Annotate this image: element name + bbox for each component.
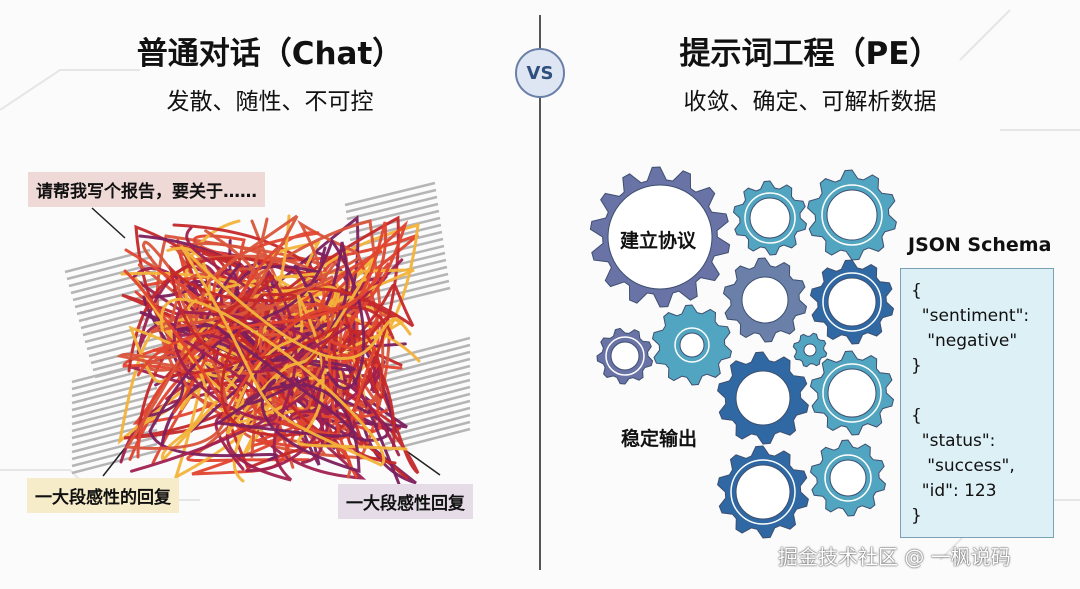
gear-hole: [827, 277, 877, 327]
leader-line: [404, 449, 441, 476]
text-line: [71, 386, 158, 412]
text-line: [384, 399, 471, 425]
gear-hole: [826, 189, 878, 241]
text-line: [384, 371, 471, 397]
watermark: 掘金技术社区 @ 一枫说码: [778, 545, 1011, 569]
prompt-label: 请帮我写个报告，要关于……: [28, 172, 265, 207]
tangle-strand: [124, 214, 334, 450]
gear-hole: [735, 464, 791, 520]
gear-hole: [827, 368, 877, 418]
gear-ring: [744, 192, 796, 244]
text-line: [384, 357, 471, 383]
text-line: [384, 364, 471, 390]
text-line: [71, 379, 158, 405]
gear-ring: [674, 327, 710, 363]
gear-hole: [610, 341, 640, 371]
tangle-strand: [159, 244, 412, 467]
text-line: [348, 209, 440, 235]
gear-hole: [679, 332, 705, 358]
gear-hole: [749, 197, 791, 239]
gear-hole: [829, 459, 867, 497]
gear-hole: [735, 370, 791, 426]
gear-hole: [741, 276, 789, 324]
gear-hole: [607, 184, 713, 290]
reply-label-2: 一大段感性回复: [338, 484, 473, 519]
text-line: [346, 195, 438, 221]
text-line: [384, 336, 471, 362]
chat-title: 普通对话（Chat）: [136, 36, 404, 72]
circuit-trace: [959, 9, 1011, 61]
json-schema-box: { "sentiment": "negative" } { "status": …: [900, 268, 1054, 538]
gear-hole: [803, 343, 817, 357]
gear-label-stable-output: 稳定输出: [621, 428, 698, 450]
text-line: [384, 385, 471, 411]
text-line: [384, 350, 471, 376]
text-line: [68, 262, 155, 288]
divider: [539, 15, 541, 570]
gear-ring: [822, 363, 882, 423]
text-line: [71, 372, 158, 398]
gear-ring: [824, 454, 872, 502]
text-line: [66, 255, 153, 281]
text-line: [71, 435, 158, 461]
tangle-strand: [123, 221, 387, 427]
leader-line: [91, 207, 126, 239]
gear-ring: [605, 336, 645, 376]
leader-line: [102, 447, 126, 477]
tangle-strand: [168, 264, 338, 437]
tangle-strand: [213, 325, 361, 474]
text-line: [344, 181, 436, 207]
pe-subtitle: 收敛、确定、可解析数据: [683, 89, 937, 115]
text-line: [384, 378, 471, 404]
gear-ring: [730, 459, 796, 525]
vs-badge: VS: [515, 48, 565, 98]
gear-label-protocol: 建立协议: [620, 230, 697, 252]
text-line: [64, 248, 151, 274]
text-line: [71, 393, 158, 419]
text-line: [384, 392, 471, 418]
gear-ring: [821, 184, 883, 246]
text-line: [345, 188, 437, 214]
reply-label-1: 一大段感性的回复: [27, 478, 179, 513]
gear-ring: [822, 272, 882, 332]
schema-title: JSON Schema: [908, 234, 1052, 256]
pe-title: 提示词工程（PE）: [679, 36, 941, 72]
tangle-strand: [225, 255, 408, 451]
circuit-trace: [0, 69, 140, 111]
chat-subtitle: 发散、随性、不可控: [166, 89, 374, 115]
